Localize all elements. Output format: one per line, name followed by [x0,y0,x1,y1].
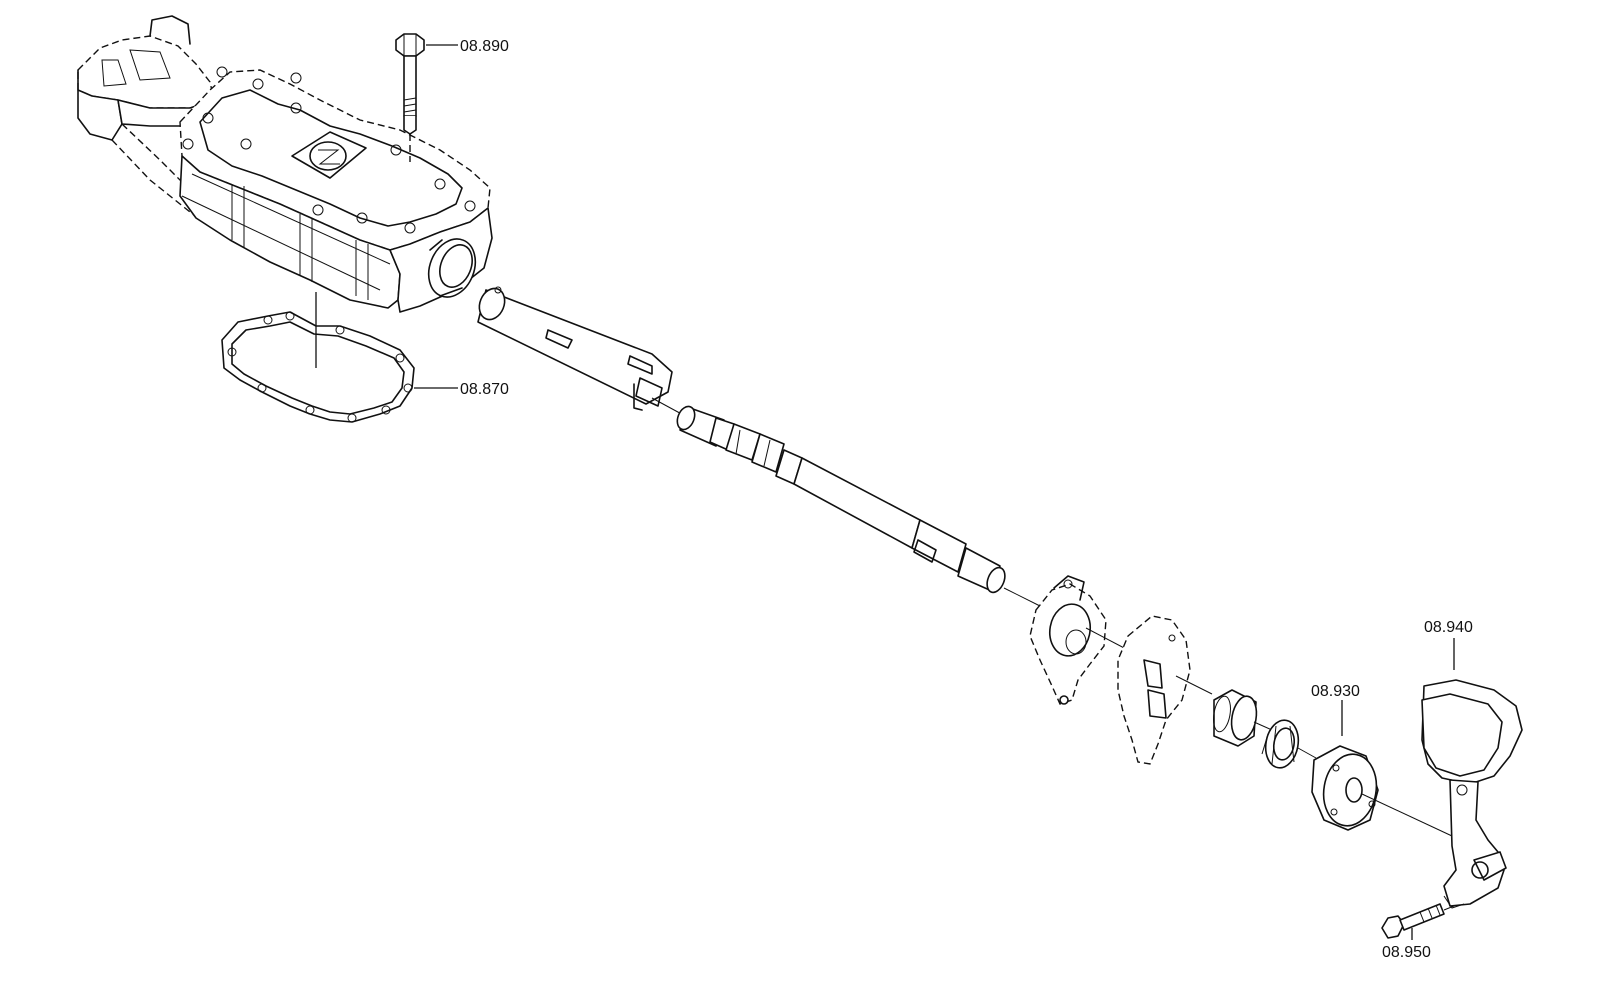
bushing[interactable] [1211,689,1260,747]
roller-ring[interactable] [1311,745,1382,831]
callout-08950: 08.950 [1382,944,1431,961]
interlock-plate[interactable] [1117,615,1191,765]
axis-line [1361,793,1453,837]
axis-line [1003,587,1041,607]
axis-line [1443,905,1455,911]
axis-line [1297,747,1317,759]
shift-lever[interactable] [1421,679,1523,909]
callout-08890: 08.890 [460,38,509,55]
shift-shaft[interactable] [674,404,1008,595]
hex-bolt-small[interactable] [1381,903,1445,939]
gasket[interactable] [221,311,415,423]
callout-08930: 08.930 [1311,683,1360,700]
shift-finger[interactable] [1029,575,1107,705]
hex-bolt-top[interactable] [395,33,425,162]
callout-08870: 08.870 [460,381,509,398]
needle-bearing[interactable] [1261,718,1302,771]
shift-sleeve[interactable] [475,285,673,411]
axis-line [1085,627,1129,651]
shift-housing[interactable] [77,15,493,313]
axis-line [1253,721,1273,731]
callout-08940: 08.940 [1424,619,1473,636]
axis-line [1175,675,1213,695]
